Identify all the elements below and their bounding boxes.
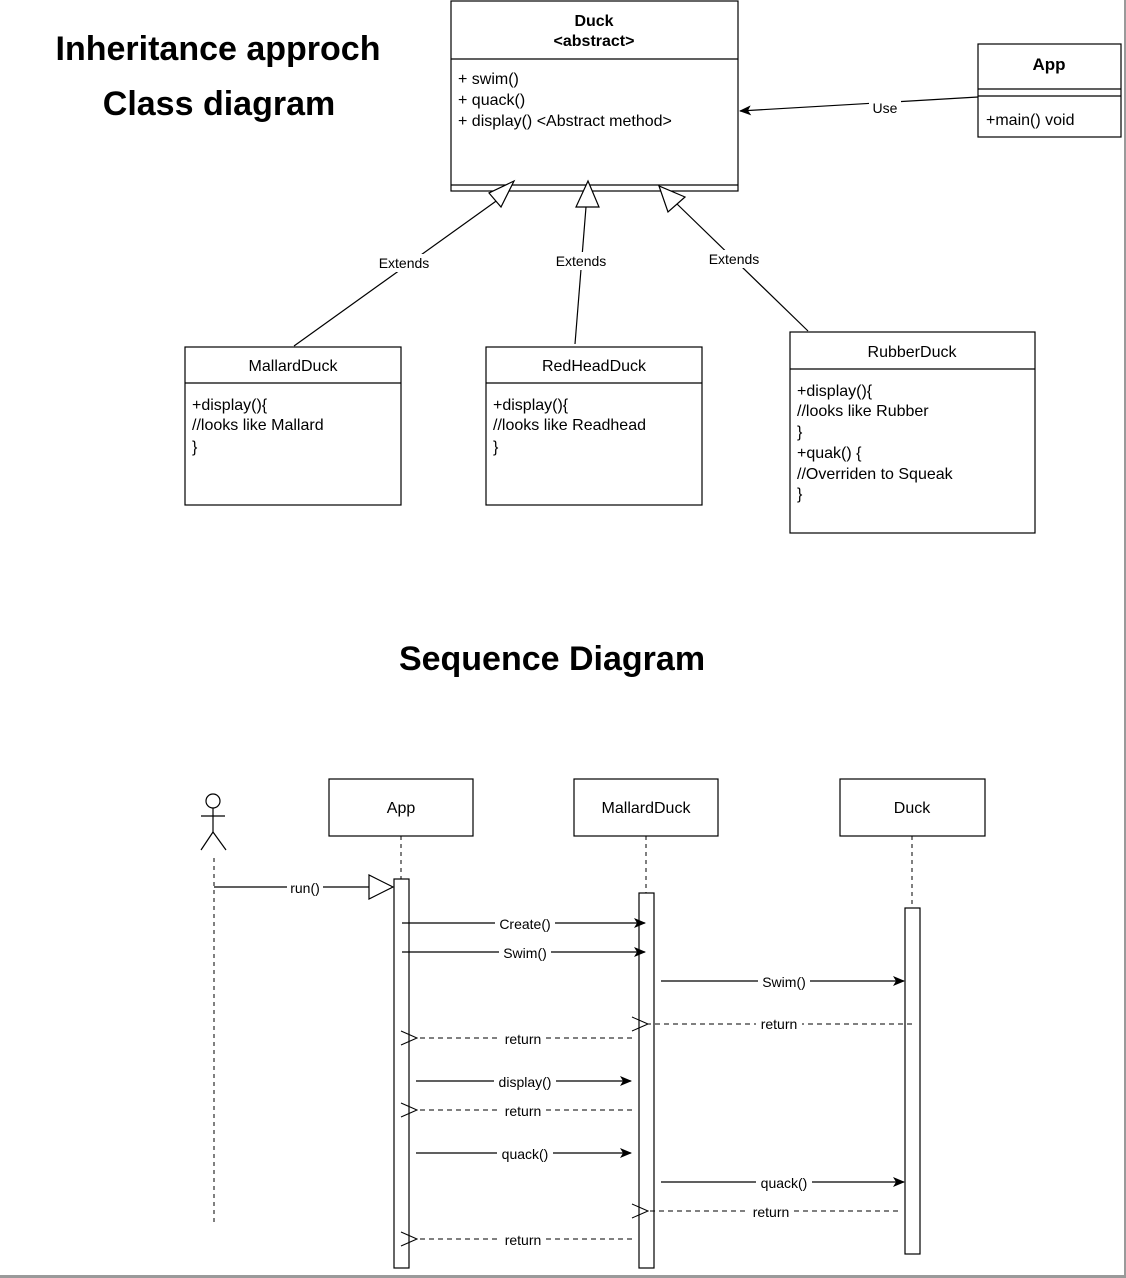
rubber-body-line: //looks like Rubber bbox=[797, 403, 929, 420]
use-label: Use bbox=[873, 100, 898, 116]
title-inheritance: Inheritance approch bbox=[56, 30, 381, 68]
message-label: Swim() bbox=[762, 974, 806, 990]
app-class-name: App bbox=[1032, 55, 1065, 74]
message-swim-duck: Swim() bbox=[661, 973, 905, 990]
lifeline-label: App bbox=[387, 800, 416, 817]
activation-app bbox=[393, 878, 410, 1269]
message-label: display() bbox=[499, 1074, 552, 1090]
message-run: run() bbox=[214, 874, 395, 900]
rubber-body-line: +display(){ bbox=[797, 383, 873, 400]
redhead-class-name: RedHeadDuck bbox=[542, 358, 647, 375]
message-label: return bbox=[505, 1103, 542, 1119]
message-return-swim: return bbox=[417, 1030, 632, 1047]
message-create: Create() bbox=[402, 915, 646, 932]
message-label: quack() bbox=[502, 1146, 549, 1162]
class-app[interactable]: App +main() void bbox=[977, 43, 1122, 138]
message-return-quack-app: return bbox=[417, 1231, 632, 1248]
extends-rubber: Extends bbox=[657, 184, 809, 332]
lifeline-label: MallardDuck bbox=[602, 800, 692, 817]
message-label: Swim() bbox=[503, 945, 547, 961]
rubber-body-line: } bbox=[797, 486, 803, 503]
lifeline-mallard-duck[interactable]: MallardDuck bbox=[573, 778, 719, 837]
duck-method: + swim() bbox=[458, 71, 519, 88]
message-label: quack() bbox=[761, 1175, 808, 1191]
message-label: Create() bbox=[499, 916, 550, 932]
extends-label: Extends bbox=[709, 251, 760, 267]
rubber-body-line: +quak() { bbox=[797, 445, 862, 462]
lifeline-duck[interactable]: Duck bbox=[839, 778, 986, 837]
class-duck[interactable]: Duck <abstract> + swim() + quack() + dis… bbox=[450, 0, 739, 192]
message-label: return bbox=[753, 1204, 790, 1220]
redhead-body-line: //looks like Readhead bbox=[493, 417, 646, 434]
mallard-body-line: } bbox=[192, 439, 198, 456]
mallard-body-line: +display(){ bbox=[192, 397, 268, 414]
lifeline-label: Duck bbox=[894, 800, 931, 817]
lifeline-app[interactable]: App bbox=[328, 778, 474, 837]
class-mallard-duck[interactable]: MallardDuck +display(){ //looks like Mal… bbox=[184, 346, 402, 506]
page-edge-bottom bbox=[0, 1275, 1126, 1278]
message-quack-duck: quack() bbox=[661, 1174, 905, 1191]
duck-class-name: Duck bbox=[574, 13, 613, 30]
redhead-body-line: } bbox=[493, 439, 499, 456]
activation-mallard-duck bbox=[638, 892, 655, 1269]
page-edge-right bbox=[1124, 0, 1126, 1278]
title-sequence-diagram: Sequence Diagram bbox=[399, 640, 705, 678]
actor-stick-figure bbox=[200, 793, 227, 851]
message-return-quack-duck: return bbox=[648, 1203, 898, 1220]
rubber-class-name: RubberDuck bbox=[868, 344, 958, 361]
mallard-body-line: //looks like Mallard bbox=[192, 417, 324, 434]
extends-label: Extends bbox=[379, 255, 430, 271]
message-label: run() bbox=[290, 880, 320, 896]
class-rubber-duck[interactable]: RubberDuck +display(){ //looks like Rubb… bbox=[789, 331, 1036, 534]
message-quack-app: quack() bbox=[416, 1145, 632, 1162]
rubber-body-line: } bbox=[797, 424, 803, 441]
message-label: return bbox=[505, 1031, 542, 1047]
message-return-display: return bbox=[417, 1102, 632, 1119]
mallard-class-name: MallardDuck bbox=[249, 358, 339, 375]
message-return-duck: return bbox=[648, 1015, 912, 1032]
title-class-diagram: Class diagram bbox=[103, 85, 335, 123]
message-display: display() bbox=[416, 1073, 632, 1090]
extends-redhead: Extends bbox=[549, 179, 613, 345]
message-label: return bbox=[505, 1232, 542, 1248]
extends-label: Extends bbox=[556, 253, 607, 269]
duck-stereotype: <abstract> bbox=[554, 33, 635, 50]
message-swim-app: Swim() bbox=[402, 944, 646, 961]
use-association: Use bbox=[739, 96, 979, 116]
message-label: return bbox=[761, 1016, 798, 1032]
rubber-body-line: //Overriden to Squeak bbox=[797, 466, 954, 483]
class-redhead-duck[interactable]: RedHeadDuck +display(){ //looks like Rea… bbox=[485, 346, 703, 506]
duck-method: + display() <Abstract method> bbox=[458, 113, 672, 130]
duck-method: + quack() bbox=[458, 92, 525, 109]
extends-mallard: Extends bbox=[293, 179, 516, 347]
activation-duck bbox=[904, 907, 921, 1255]
app-method: +main() void bbox=[986, 112, 1074, 129]
redhead-body-line: +display(){ bbox=[493, 397, 569, 414]
